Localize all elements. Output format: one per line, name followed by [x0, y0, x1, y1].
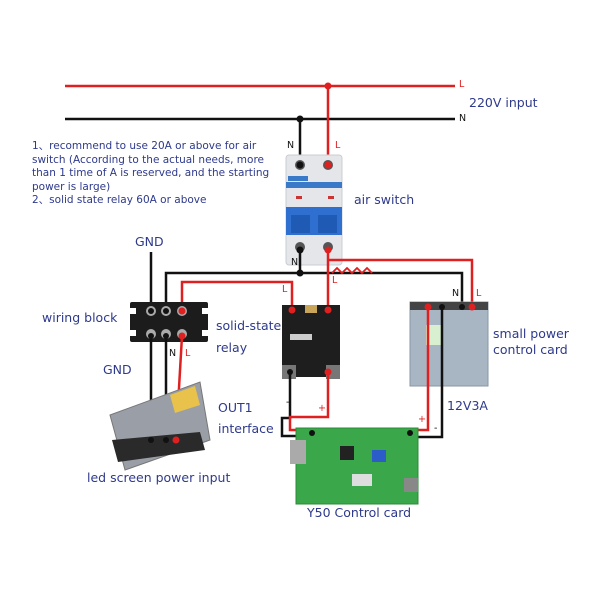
note-1: 1、recommend to use 20A or above for air …	[32, 140, 270, 193]
label-psu-L: L	[476, 288, 482, 299]
label-ssr-1: solid-state	[216, 318, 282, 333]
small-power-supply	[409, 301, 489, 387]
led-power-supply	[109, 381, 211, 471]
label-220v-input: 220V input	[469, 95, 538, 110]
ssr-minus-wire	[280, 372, 312, 438]
neutral-to-block	[164, 271, 300, 310]
air-switch	[285, 154, 343, 266]
label-small-power-1: small power	[493, 326, 569, 341]
label-psu-N: N	[452, 288, 460, 299]
label-wiring-block: wiring block	[42, 310, 118, 325]
label-air-switch: air switch	[354, 192, 415, 207]
notes: 1、recommend to use 20A or above for air …	[32, 140, 282, 208]
label-block-N: N	[169, 348, 177, 359]
label-gnd-bottom: GND	[103, 362, 132, 377]
label-ssr-L-in: L	[282, 284, 288, 295]
label-switch-L-in: L	[335, 140, 341, 151]
label-ssr-minus: -	[286, 397, 290, 408]
label-switch-N-in: N	[287, 140, 295, 151]
ssr-to-block-live	[180, 280, 294, 310]
label-interface: interface	[218, 421, 274, 436]
note-2: 2、solid state relay 60A or above	[32, 194, 207, 207]
label-small-power-2: control card	[493, 342, 568, 357]
label-N-bus: N	[459, 113, 467, 124]
label-ssr-2: relay	[216, 340, 248, 355]
label-ssr-plus: +	[318, 403, 326, 414]
label-12v3a: 12V3A	[447, 398, 488, 413]
wire-crossover	[331, 266, 373, 275]
label-block-L: L	[185, 348, 191, 359]
label-switch-L-out: L	[332, 275, 338, 286]
label-L-bus: L	[459, 79, 465, 90]
y50-control-card	[290, 427, 419, 505]
label-gnd-top: GND	[135, 234, 164, 249]
label-psu-plus: +	[418, 414, 426, 425]
label-out1: OUT1	[218, 400, 253, 415]
solid-state-relay	[282, 305, 340, 379]
label-led-power: led screen power input	[87, 470, 231, 485]
label-psu-minus: -	[434, 423, 438, 434]
ssr-plus-wire	[288, 372, 330, 432]
neutral-to-small-psu	[330, 271, 464, 305]
live-to-small-psu	[328, 258, 474, 305]
label-switch-N-out: N	[291, 257, 299, 268]
label-control-card: Y50 Control card	[307, 505, 412, 520]
psu-minus-wire	[410, 307, 444, 439]
